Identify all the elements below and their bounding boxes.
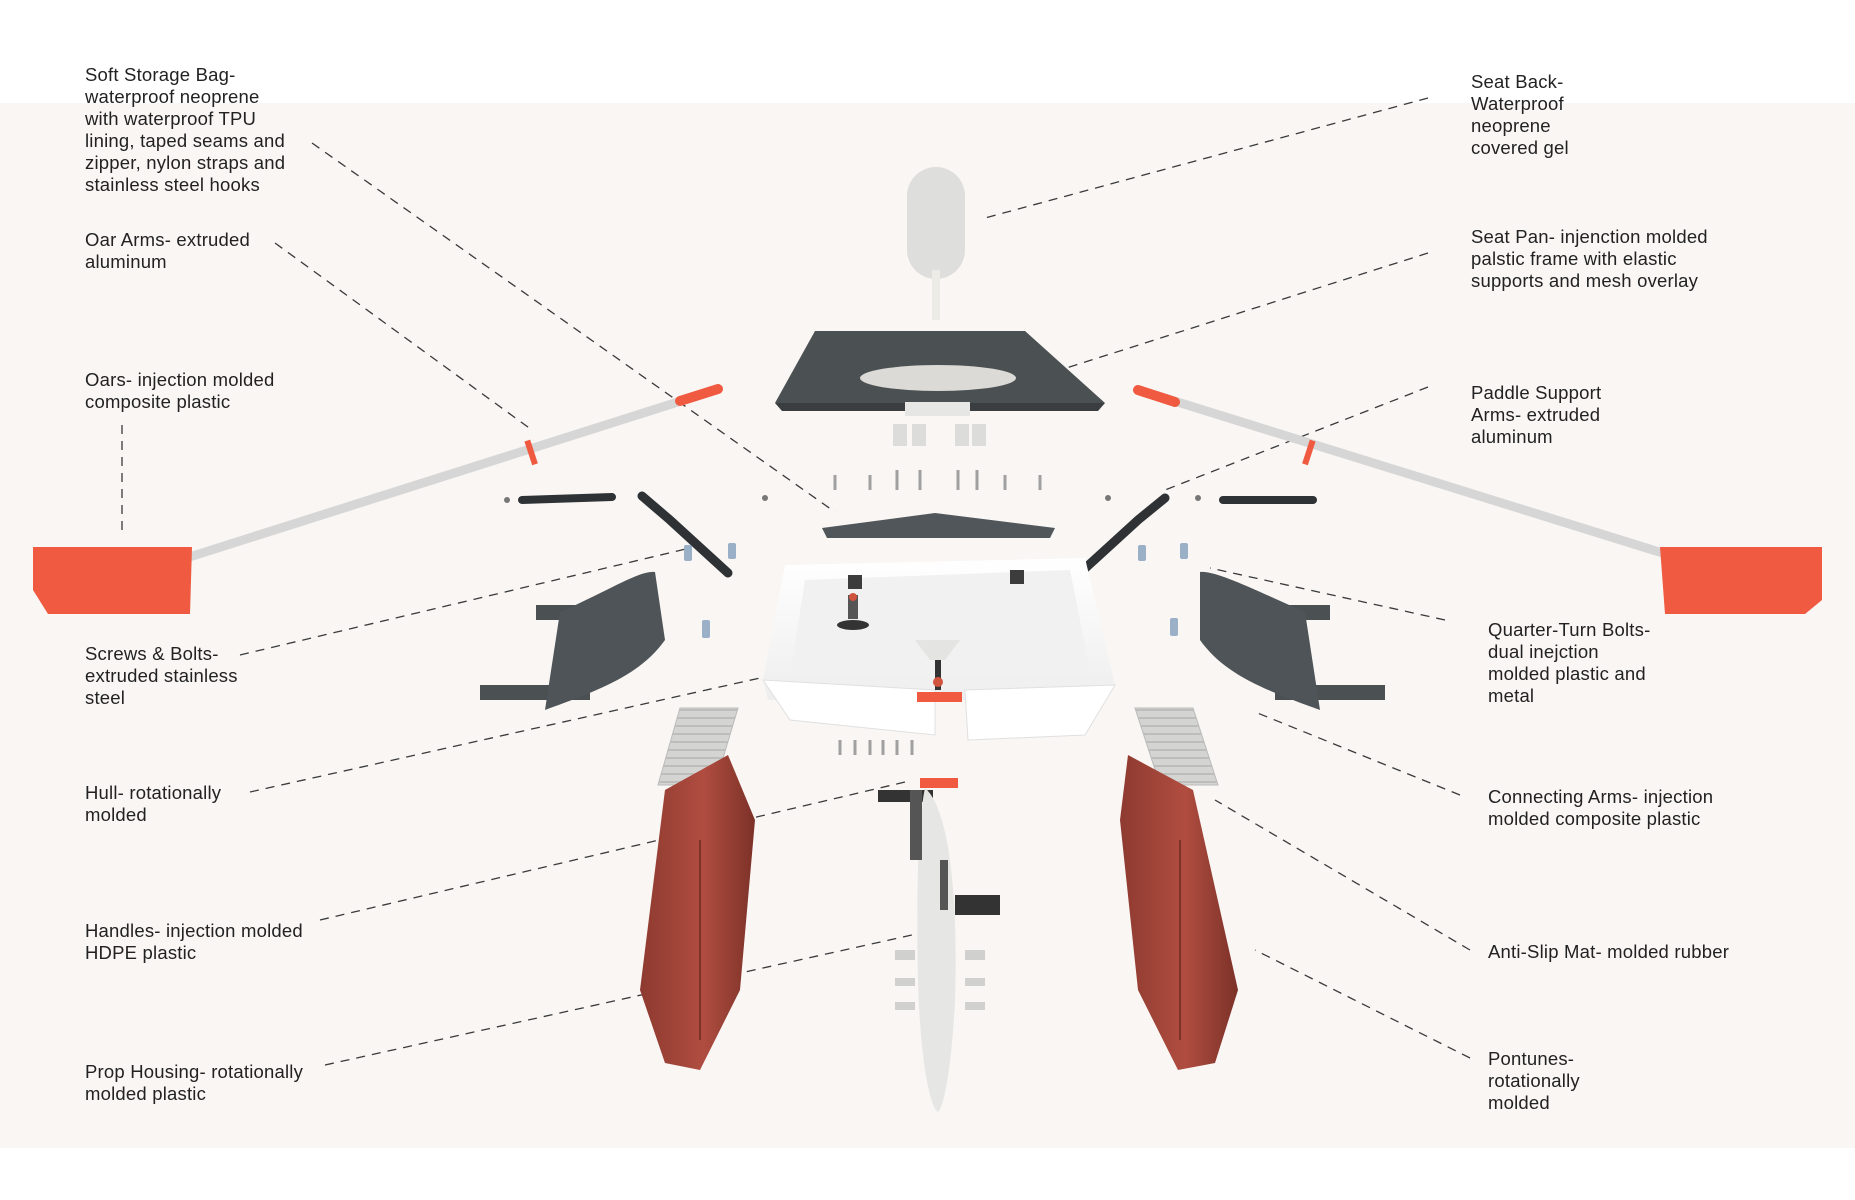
hull-bolts xyxy=(838,740,914,755)
connecting-arm-right xyxy=(1200,571,1385,710)
label-soft-storage-bag: Soft Storage Bag- waterproof neoprene wi… xyxy=(85,64,286,195)
leader-soft-storage-bag xyxy=(311,142,836,513)
leader-handles xyxy=(319,781,906,921)
anti-slip-mat-right xyxy=(1134,707,1219,786)
label-seat-pan: Seat Pan- injenction molded palstic fram… xyxy=(1471,226,1708,291)
pontoon-right xyxy=(1120,755,1238,1070)
label-oar-arms: Oar Arms- extruded aluminum xyxy=(85,229,251,272)
leader-seat-pan xyxy=(1059,252,1429,371)
label-seat-back: Seat Back- Waterproof neoprene covered g… xyxy=(1471,71,1569,158)
label-quarter-turn-bolts: Quarter-Turn Bolts- dual inejction molde… xyxy=(1488,619,1651,706)
label-pontunes: Pontunes- rotationally molded xyxy=(1488,1048,1580,1113)
leader-hull xyxy=(249,677,761,793)
seat-bolts xyxy=(833,470,1042,490)
leader-screws-bolts xyxy=(239,547,691,656)
leader-connecting-arms xyxy=(1254,711,1461,796)
label-screws-bolts: Screws & Bolts- extruded stainless steel xyxy=(85,643,238,708)
leader-lines xyxy=(121,97,1471,1066)
leader-quarter-turn-bolts xyxy=(1209,567,1446,621)
leader-anti-slip-mat xyxy=(1214,799,1471,951)
leader-seat-back xyxy=(984,97,1429,219)
leader-prop-housing xyxy=(324,934,913,1066)
oar-left xyxy=(33,384,723,614)
leader-oar-arms xyxy=(274,242,533,431)
label-handles: Handles- injection molded HDPE plastic xyxy=(85,920,303,963)
hull xyxy=(762,558,1116,741)
label-oars: Oars- injection molded composite plastic xyxy=(85,369,275,412)
label-connecting-arms: Connecting Arms- injection molded compos… xyxy=(1488,786,1714,829)
seat-pan xyxy=(775,331,1105,446)
soft-storage-bag xyxy=(822,513,1055,538)
label-paddle-support-arms: Paddle Support Arms- extruded aluminum xyxy=(1471,382,1602,447)
seat-back xyxy=(907,167,965,320)
label-prop-housing: Prop Housing- rotationally molded plasti… xyxy=(85,1061,304,1104)
connecting-arm-left xyxy=(480,571,665,710)
leader-pontunes xyxy=(1254,949,1471,1059)
oar-arms xyxy=(518,491,1317,578)
prop-housing xyxy=(878,778,1000,1112)
label-hull: Hull- rotationally molded xyxy=(85,782,222,825)
oar-right xyxy=(1133,385,1822,614)
pontoon-left xyxy=(640,755,755,1070)
label-anti-slip-mat: Anti-Slip Mat- molded rubber xyxy=(1488,941,1730,962)
